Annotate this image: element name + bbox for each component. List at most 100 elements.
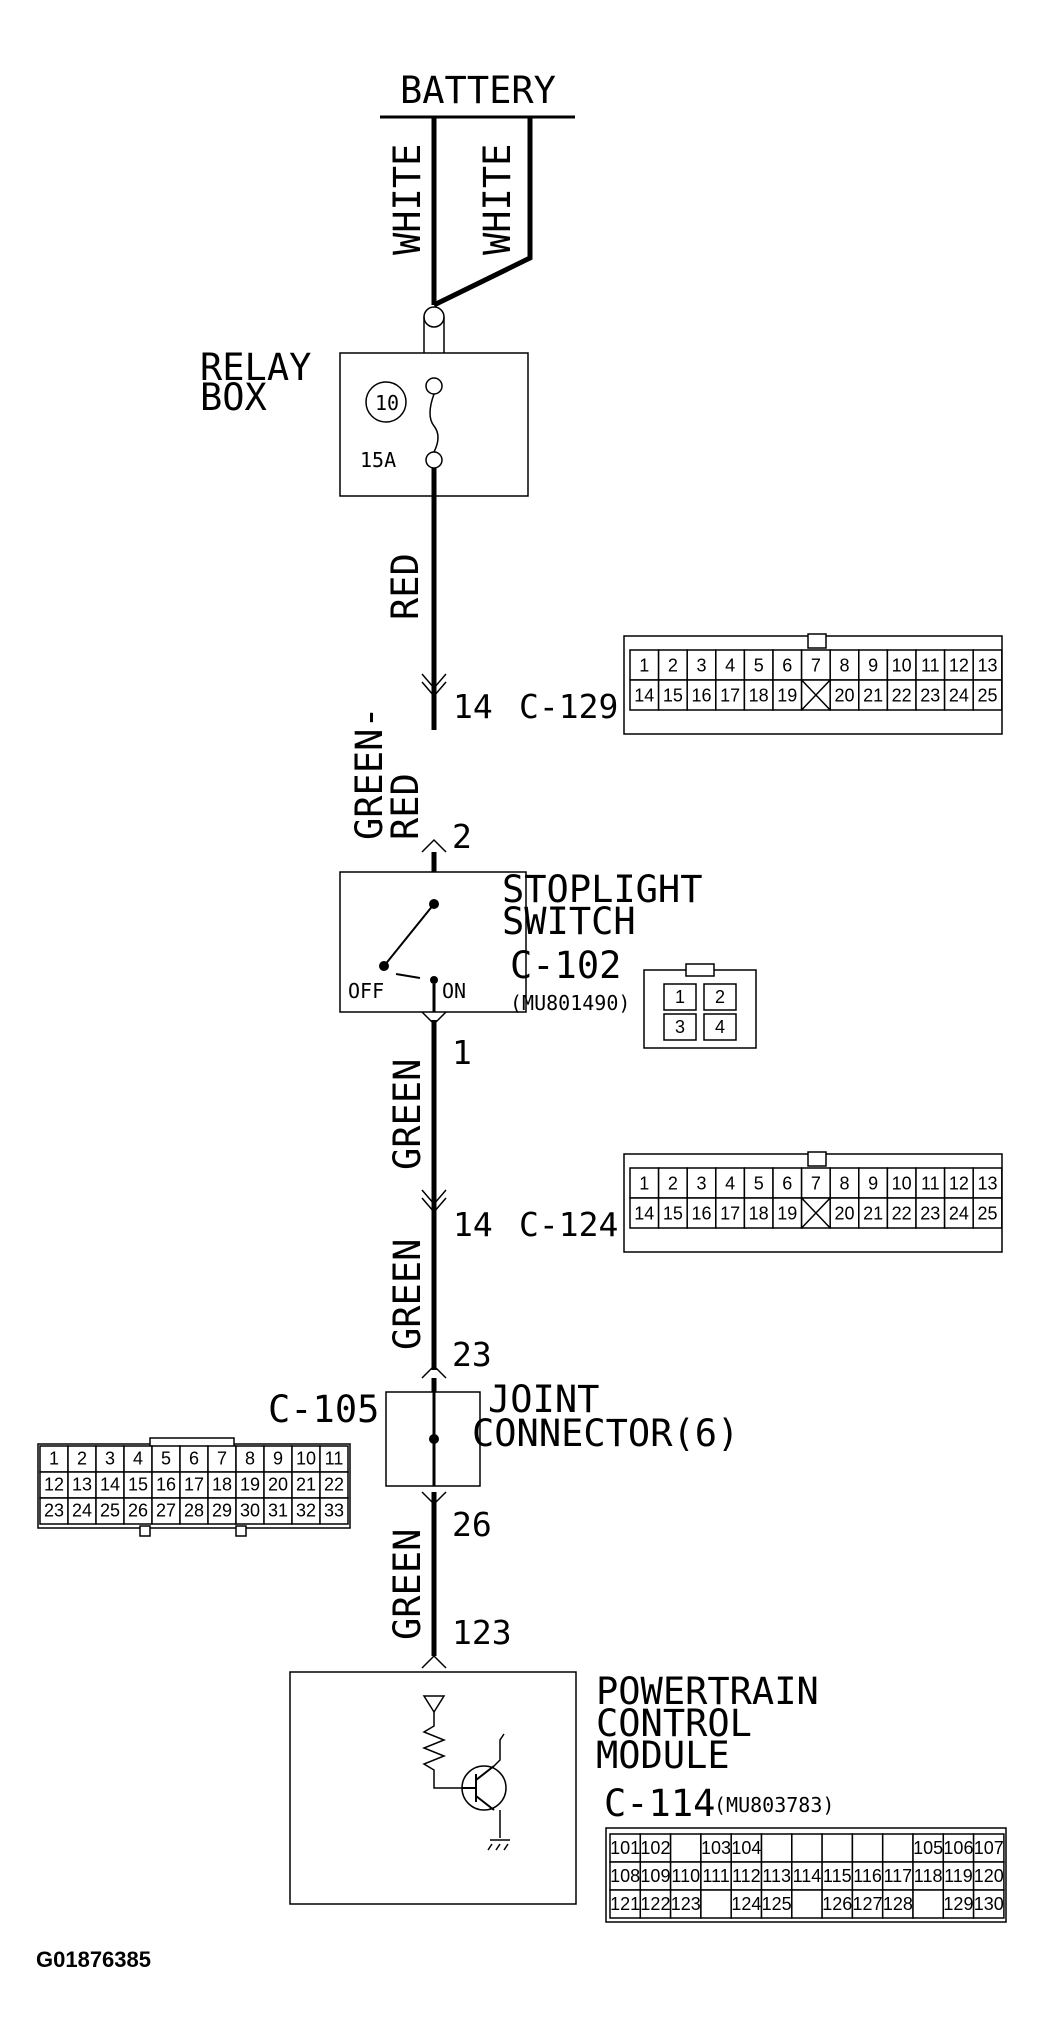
- fuse-rating: 15A: [360, 448, 396, 472]
- joint-connector: 23 26 C-105 JOINT CONNECTOR(6): [268, 1335, 739, 1544]
- c105-cell-label: 2: [77, 1449, 87, 1469]
- c129-cell-label: 9: [868, 656, 878, 676]
- c124-pin: 14: [453, 1205, 493, 1244]
- c105-cell-label: 9: [273, 1449, 283, 1469]
- c124-cell-label: 19: [777, 1204, 797, 1224]
- c105-cell: [207, 1497, 237, 1525]
- c129-cell: [858, 649, 889, 681]
- c114-cell: [700, 1889, 732, 1919]
- c129-cell: [715, 679, 746, 711]
- c114-cell-label: 107: [974, 1838, 1004, 1858]
- c129-cell-label: 22: [892, 686, 912, 706]
- c114-cell-label: 102: [640, 1838, 670, 1858]
- c124-cell-label: 5: [754, 1174, 764, 1194]
- wire-color-green-3: GREEN: [386, 1529, 429, 1640]
- c114-cell: [639, 1833, 672, 1863]
- c114-cell-label: 109: [640, 1866, 670, 1886]
- c124-cell: [886, 1197, 917, 1229]
- c129-cell: [972, 679, 1003, 711]
- c105-cell: [291, 1497, 321, 1525]
- c105-cell-label: 24: [72, 1501, 92, 1521]
- c129-blocked-cavity: [801, 679, 831, 711]
- c105-cell: [235, 1445, 265, 1473]
- c105-cell-label: 26: [128, 1501, 148, 1521]
- battery-label: BATTERY: [400, 69, 556, 112]
- c105-cell-label: 10: [296, 1449, 316, 1469]
- c105-cell: [67, 1445, 97, 1473]
- c114-cell-label: 101: [610, 1838, 640, 1858]
- joint-label-2: CONNECTOR(6): [472, 1412, 739, 1455]
- c114-cell-label: 108: [610, 1866, 640, 1886]
- c124-cell-label: 13: [977, 1174, 997, 1194]
- c124-cell-label: 12: [949, 1174, 969, 1194]
- c114-cell-label: 104: [731, 1838, 761, 1858]
- switch-pin-2: 2: [452, 817, 472, 856]
- c124-cell: [743, 1197, 774, 1229]
- joint-label-1: JOINT: [488, 1378, 599, 1421]
- c114-cell-label: 112: [732, 1866, 761, 1886]
- c124-cell: [943, 1197, 974, 1229]
- switch-off-label: OFF: [348, 979, 384, 1003]
- c129-cell: [743, 649, 774, 681]
- c129-cell: [943, 679, 974, 711]
- c114-cell: [760, 1833, 793, 1863]
- c114-cell: [730, 1889, 763, 1919]
- c105-cell: [319, 1497, 349, 1525]
- c105-cell-label: 33: [324, 1501, 344, 1521]
- c129-cell-label: 13: [977, 656, 997, 676]
- c124-cell-label: 21: [863, 1204, 883, 1224]
- c129-id: C-129: [519, 687, 618, 726]
- c129-pin: 14: [453, 687, 493, 726]
- c114-cell-label: 130: [974, 1894, 1004, 1914]
- switch-connector-id: C-102: [510, 944, 621, 987]
- c105-cell-label: 4: [133, 1449, 143, 1469]
- switch-on-label: ON: [442, 979, 466, 1003]
- c124-cell-label: 20: [834, 1204, 854, 1224]
- c102-cell: [703, 1013, 737, 1041]
- c129-cell-label: 6: [782, 656, 792, 676]
- c129-cell: [629, 679, 660, 711]
- switch-label-1: STOPLIGHT: [502, 868, 702, 911]
- c114-cell-label: 106: [943, 1838, 973, 1858]
- powertrain-control-module: 123 POWERTRAIN CONTROL MODULE C-114 (MU8…: [289, 1613, 834, 1905]
- c105-cell: [235, 1497, 265, 1525]
- c124-cell-label: 10: [892, 1174, 912, 1194]
- c105-cell-label: 22: [324, 1475, 344, 1495]
- c105-cell-label: 11: [325, 1449, 344, 1469]
- c105-cell: [39, 1497, 69, 1525]
- c102-cell-label: 3: [675, 1017, 685, 1037]
- c105-cell: [39, 1445, 69, 1473]
- c124-cell-label: 14: [634, 1204, 654, 1224]
- c105-cell: [319, 1445, 349, 1473]
- c114-cell-label: 113: [762, 1866, 791, 1886]
- battery: BATTERY: [380, 69, 575, 119]
- c114-cell-label: 110: [671, 1866, 700, 1886]
- c129-cell: [886, 679, 917, 711]
- c114-cell: [700, 1833, 732, 1863]
- c114-cell-label: 128: [883, 1894, 913, 1914]
- c124-cell-label: 17: [720, 1204, 740, 1224]
- joint-pin-26: 26: [452, 1505, 492, 1544]
- c105-cell-label: 25: [100, 1501, 120, 1521]
- wire-color-green-2: GREEN: [386, 1239, 429, 1350]
- c105-cell-label: 18: [212, 1475, 232, 1495]
- c102-cell-label: 2: [715, 987, 725, 1007]
- c105-cell-label: 5: [161, 1449, 171, 1469]
- c114-cell: [791, 1861, 823, 1891]
- wire-color-red: RED: [384, 553, 427, 620]
- c114-cell: [851, 1833, 884, 1863]
- c114-cell: [700, 1861, 732, 1891]
- wire-color-green-red: GREEN- RED: [348, 706, 427, 840]
- c129-cell-label: 2: [668, 656, 678, 676]
- c124-cell-label: 22: [892, 1204, 912, 1224]
- c105-cell: [235, 1471, 265, 1499]
- c124-cell: [657, 1167, 688, 1199]
- c114-cell-label: 119: [944, 1866, 973, 1886]
- c129-cell-label: 10: [892, 656, 912, 676]
- c105-cell-label: 30: [240, 1501, 260, 1521]
- c105-cell: [151, 1497, 181, 1525]
- c124-blocked-cavity: [801, 1197, 831, 1229]
- c129-cell-label: 18: [749, 686, 769, 706]
- c114-cell-label: 103: [701, 1838, 731, 1858]
